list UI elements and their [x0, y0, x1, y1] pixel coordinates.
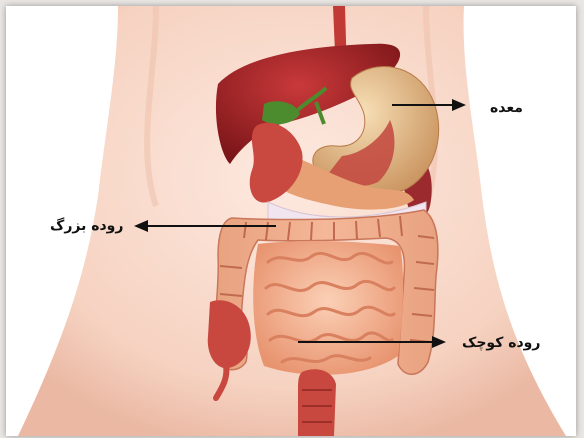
stomach-label: معده [490, 100, 523, 116]
rectum [298, 369, 336, 436]
small-intestine-label: روده کوچک [462, 335, 540, 351]
large-intestine-label: روده بزرگ [50, 218, 123, 234]
diagram-frame: معده روده بزرگ روده کوچک [6, 6, 576, 436]
